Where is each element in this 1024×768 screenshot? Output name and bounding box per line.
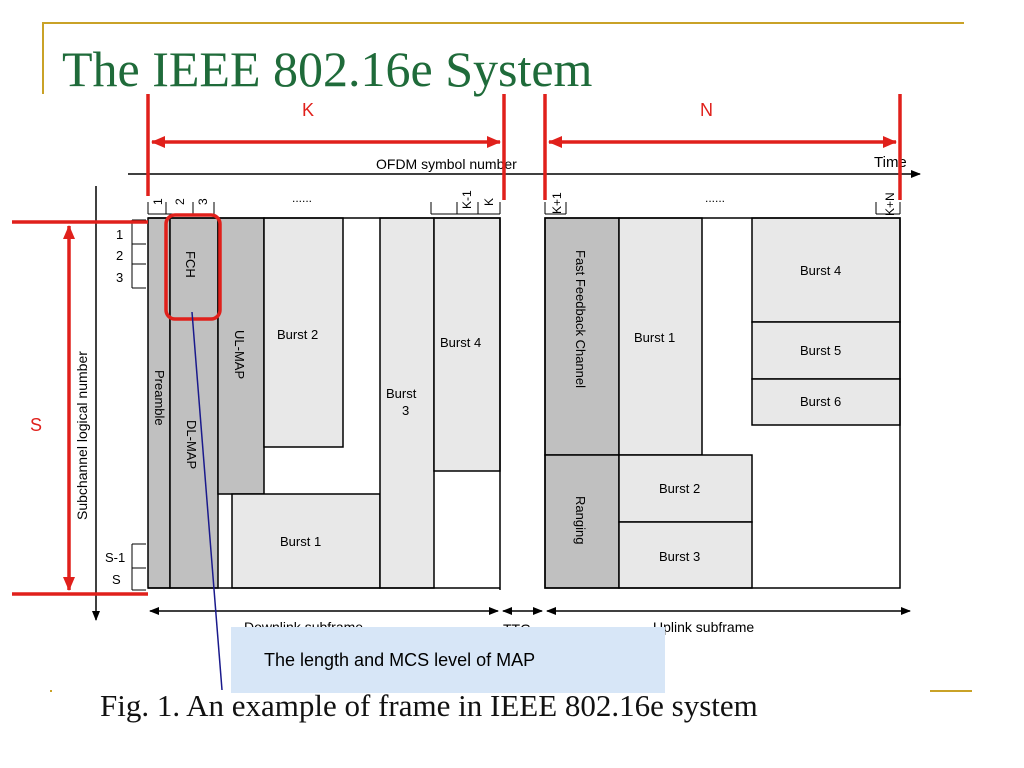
ul-burst4-label: Burst 4 bbox=[800, 263, 841, 278]
ul-burst1-label: Burst 1 bbox=[634, 330, 675, 345]
fch-label: FCH bbox=[183, 251, 198, 278]
symbol-tick-k-1: K-1 bbox=[460, 190, 474, 209]
subchannel-axis-label: Subchannel logical number bbox=[74, 351, 90, 520]
fast-feedback-label: Fast Feedback Channel bbox=[573, 250, 588, 388]
ul-burst1-block bbox=[618, 217, 703, 456]
subchannel-tick-marks bbox=[131, 219, 146, 591]
dl-burst3-label-a: Burst bbox=[386, 386, 417, 401]
ul-burst6-block bbox=[751, 378, 901, 426]
subchannel-tick-s-1: S-1 bbox=[105, 550, 125, 565]
ranging-block bbox=[544, 454, 620, 589]
symbol-tick-ellipsis-dl: ...... bbox=[292, 191, 312, 205]
dl-burst1-label: Burst 1 bbox=[280, 534, 321, 549]
symbol-tick-k: K bbox=[482, 198, 496, 206]
dl-burst3-block bbox=[379, 217, 435, 589]
dl-burst4-label: Burst 4 bbox=[440, 335, 481, 350]
map-callout-text: The length and MCS level of MAP bbox=[264, 650, 536, 670]
n-annotation: N bbox=[700, 100, 713, 120]
uplink-subframe-label: Uplink subframe bbox=[653, 619, 754, 635]
callout-connector-line bbox=[191, 311, 223, 691]
uplink-outline bbox=[544, 217, 901, 589]
dl-burst2-block bbox=[263, 217, 344, 448]
subchannel-tick-s: S bbox=[112, 572, 121, 587]
symbol-tick-ellipsis-ul: ...... bbox=[705, 191, 725, 205]
time-axis-label: Time bbox=[874, 154, 907, 171]
ofdm-symbol-axis-label: OFDM symbol number bbox=[376, 156, 517, 172]
ul-burst2-label: Burst 2 bbox=[659, 481, 700, 496]
s-annotation: S bbox=[30, 415, 42, 435]
symbol-tick-k-plus-1: K+1 bbox=[550, 192, 564, 214]
map-callout-box: The length and MCS level of MAP bbox=[231, 627, 665, 693]
slide-title: The IEEE 802.16e System bbox=[62, 41, 593, 97]
ul-map-label: UL-MAP bbox=[232, 330, 247, 379]
k-annotation: K bbox=[302, 100, 314, 120]
symbol-tick-marks bbox=[147, 202, 901, 215]
preamble-label: Preamble bbox=[152, 370, 167, 426]
symbol-tick-k-plus-n: K+N bbox=[883, 192, 897, 216]
downlink-outline bbox=[148, 217, 501, 590]
ranging-label: Ranging bbox=[573, 496, 588, 544]
ul-burst6-label: Burst 6 bbox=[800, 394, 841, 409]
ul-burst5-label: Burst 5 bbox=[800, 343, 841, 358]
dl-burst1-block bbox=[231, 493, 381, 589]
dl-burst4-block bbox=[433, 217, 501, 472]
dl-burst2-label: Burst 2 bbox=[277, 327, 318, 342]
top-border-line bbox=[42, 22, 964, 24]
symbol-tick-1: 1 bbox=[151, 198, 165, 205]
fast-feedback-block bbox=[544, 217, 620, 456]
symbol-tick-2: 2 bbox=[173, 198, 187, 205]
ul-burst3-label: Burst 3 bbox=[659, 549, 700, 564]
symbol-tick-3: 3 bbox=[196, 198, 210, 205]
left-border-line bbox=[42, 22, 44, 94]
bottom-left-border-line bbox=[50, 690, 52, 692]
figure-caption: Fig. 1. An example of frame in IEEE 802.… bbox=[100, 688, 758, 723]
subchannel-tick-1: 1 bbox=[116, 227, 123, 242]
dl-burst3-label-b: 3 bbox=[402, 403, 409, 418]
uplink-frame bbox=[544, 217, 901, 589]
subchannel-tick-3: 3 bbox=[116, 270, 123, 285]
downlink-frame bbox=[147, 217, 501, 590]
subchannel-tick-2: 2 bbox=[116, 248, 123, 263]
dl-map-label: DL-MAP bbox=[184, 420, 199, 469]
bottom-right-border-line bbox=[930, 690, 972, 692]
